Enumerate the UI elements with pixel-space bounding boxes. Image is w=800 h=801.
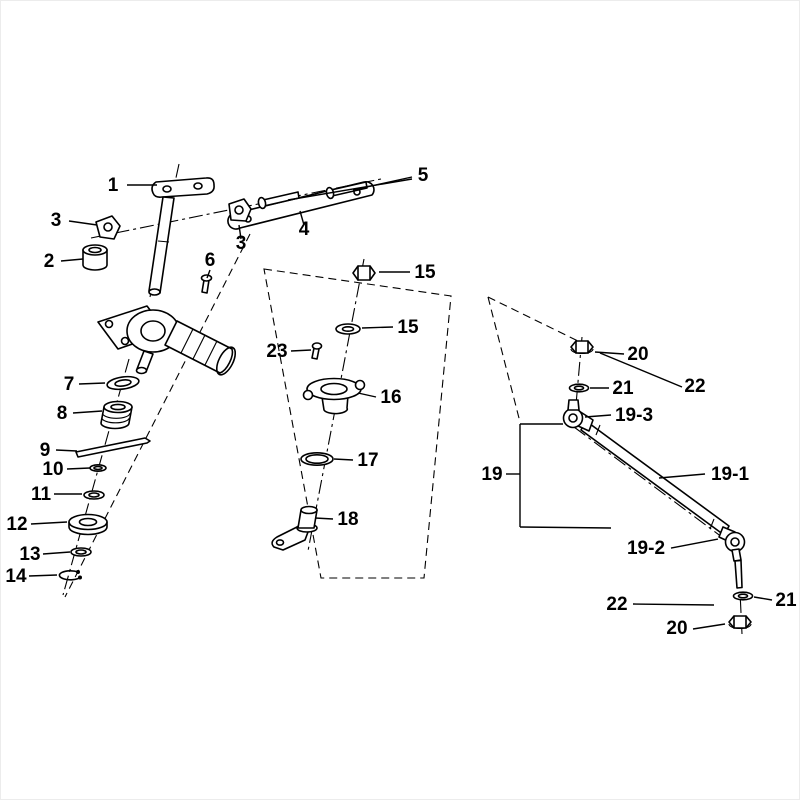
part-5-bolts — [257, 181, 368, 210]
part-6-bolt — [200, 274, 213, 294]
label-8: 8 — [57, 403, 68, 424]
part-18-steering-arm — [271, 505, 318, 551]
label-19: 19 — [481, 464, 502, 485]
part-10-washer — [89, 463, 107, 472]
label-18: 18 — [337, 509, 358, 530]
label-19-3: 19-3 — [615, 405, 653, 426]
label-21-bottom: 21 — [775, 590, 797, 611]
label-6: 6 — [205, 250, 216, 271]
label-19-1: 19-1 — [711, 464, 749, 485]
part-19-2-rod-end-lower — [718, 526, 746, 589]
part-20-nut-top — [570, 340, 594, 355]
label-15-top: 15 — [414, 262, 436, 283]
part-3-holder-left — [95, 215, 121, 240]
steering-column-assembly — [82, 177, 375, 296]
part-21-washer-bottom — [732, 591, 754, 601]
part-16-bearing-holder — [302, 377, 366, 415]
label-22-bottom: 22 — [606, 594, 627, 615]
part-labels: 1 5 3 3 4 2 6 15 15 23 16 7 8 9 10 11 12… — [5, 165, 797, 639]
part-12-dust-seal — [68, 513, 108, 536]
column-lower-stack — [58, 375, 151, 581]
leader-lines — [28, 176, 773, 630]
label-4: 4 — [299, 219, 310, 240]
steering-column-shaft — [148, 196, 175, 296]
part-17-o-ring — [300, 451, 334, 466]
part-23-bolt — [311, 342, 323, 360]
label-20-top: 20 — [627, 344, 648, 365]
label-22-top: 22 — [684, 376, 705, 397]
part-7-washer — [106, 375, 140, 391]
label-16: 16 — [380, 387, 401, 408]
part-15-nut — [352, 265, 376, 281]
label-23: 23 — [266, 341, 287, 362]
label-13: 13 — [19, 544, 40, 565]
label-1: 1 — [108, 175, 119, 196]
part-11-washer — [83, 490, 105, 500]
steering-gear-unit — [97, 305, 237, 376]
part-21-washer-top — [568, 383, 590, 393]
tie-rod-axis — [573, 426, 739, 550]
part-13-washer — [70, 547, 92, 557]
part-19-3-rod-end-upper — [562, 399, 594, 432]
part-8-bushing — [100, 400, 133, 430]
label-3-left: 3 — [51, 210, 62, 231]
middle-group-boundary — [263, 268, 452, 579]
gearbox-output-shaft — [135, 350, 154, 375]
label-15-mid: 15 — [397, 317, 419, 338]
label-3-right: 3 — [236, 233, 247, 254]
label-2: 2 — [44, 251, 55, 272]
part-1-mounting-plate — [151, 177, 215, 198]
label-12: 12 — [6, 514, 27, 535]
label-20-bottom: 20 — [666, 618, 687, 639]
label-19-2: 19-2 — [627, 538, 665, 559]
gearbox-motor-cylinder — [164, 320, 237, 376]
label-11: 11 — [31, 484, 52, 505]
part-14-snap-ring — [58, 569, 83, 581]
label-17: 17 — [357, 450, 378, 471]
part-3-holder-right — [228, 198, 252, 222]
bearing-column-group — [271, 265, 376, 551]
tie-rod-assembly — [519, 340, 754, 630]
label-5: 5 — [418, 165, 429, 186]
right-plane-line-b — [487, 296, 521, 423]
label-7: 7 — [64, 374, 75, 395]
right-plane-line-a — [487, 296, 579, 342]
part-19-1-tie-rod — [580, 420, 730, 536]
label-21-top: 21 — [612, 378, 634, 399]
left-section-plane-line — [64, 233, 251, 598]
part-20-nut-bottom — [728, 615, 752, 630]
part-15-washer — [335, 323, 361, 335]
part-19-group-bracket — [519, 423, 612, 529]
label-9: 9 — [40, 440, 51, 461]
label-14: 14 — [5, 566, 27, 587]
label-10: 10 — [42, 459, 63, 480]
part-2-bushing — [82, 244, 108, 271]
part-9-pin — [75, 437, 151, 458]
